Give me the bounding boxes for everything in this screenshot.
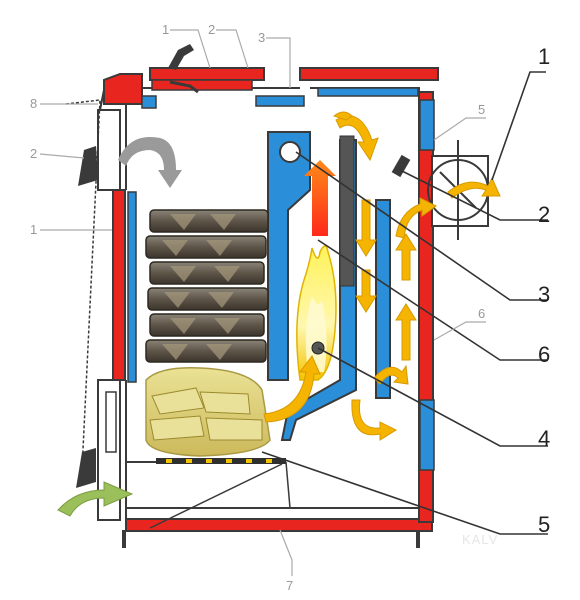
top-lid — [151, 44, 253, 94]
upper-door-handle — [78, 146, 98, 186]
grate — [126, 458, 291, 529]
upper-baffle — [267, 131, 311, 381]
top-left-corner — [103, 73, 143, 105]
lower-door-handle — [76, 448, 96, 488]
hot-gas-arrow — [304, 160, 336, 236]
smoke-arrow — [118, 136, 182, 188]
left-jacket — [127, 191, 137, 383]
bottom-wall — [125, 518, 433, 532]
faint-label-top-a: 1 — [162, 22, 169, 37]
faint-label-left-c: 1 — [30, 222, 37, 237]
faint-label-bottom: 7 — [286, 578, 293, 593]
right-baffle — [375, 199, 391, 399]
callout-leaders — [261, 71, 548, 535]
callout-1: 1 — [538, 44, 550, 69]
fuel-load — [145, 209, 269, 363]
faint-label-left-b: 2 — [30, 146, 37, 161]
faint-label-left-a: 8 — [30, 96, 37, 111]
callout-labels: 1 2 3 6 4 5 — [538, 44, 550, 537]
left-foot — [122, 530, 126, 548]
callout-6: 6 — [538, 342, 550, 367]
damper-handle — [391, 154, 411, 178]
faint-label-right-b: 6 — [478, 306, 485, 321]
air-arrow — [57, 481, 134, 517]
faint-leaders — [39, 29, 486, 576]
flow-arrows — [263, 111, 501, 441]
top-wall-right — [299, 67, 439, 81]
callout-5: 5 — [538, 512, 550, 537]
right-foot — [416, 530, 420, 548]
flue-plate — [339, 135, 355, 287]
faint-label-top-b: 2 — [208, 22, 215, 37]
thermo-port — [279, 141, 301, 163]
faint-label-top-c: 3 — [258, 30, 265, 45]
callout-3: 3 — [538, 282, 550, 307]
flame — [296, 245, 337, 381]
burning-fuel — [145, 367, 271, 457]
control-chain — [65, 99, 101, 471]
callout-2: 2 — [538, 202, 550, 227]
watermark: KALV — [462, 532, 498, 547]
lid-handle — [168, 44, 194, 70]
top-wall-left — [149, 67, 265, 81]
faint-labels: 1 2 3 8 2 1 5 6 7 — [30, 22, 485, 593]
left-outer-wall — [112, 189, 126, 381]
callout-4: 4 — [538, 426, 550, 451]
loading-door — [78, 89, 121, 191]
faint-label-right-a: 5 — [478, 102, 485, 117]
